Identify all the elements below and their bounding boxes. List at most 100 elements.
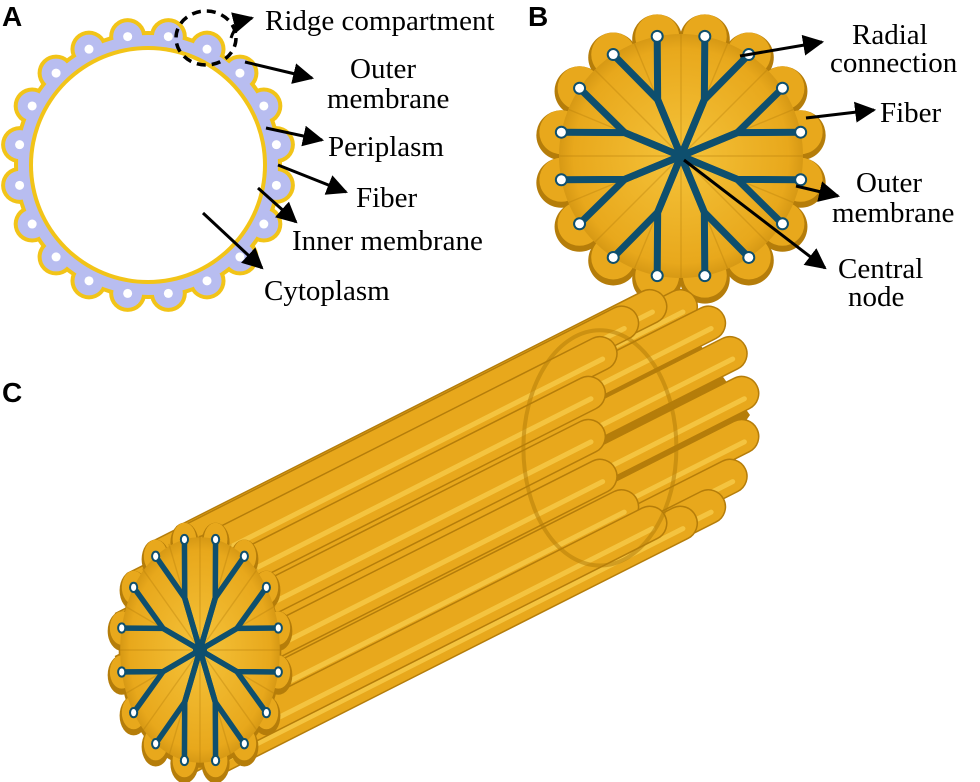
radial-connection xyxy=(181,536,203,653)
fiber-node xyxy=(700,31,710,41)
fiber-dot xyxy=(84,44,94,54)
constriction-ring xyxy=(521,328,679,568)
radial-connection xyxy=(197,647,270,716)
tube-highlight xyxy=(215,526,686,767)
label-fiber-a: Fiber xyxy=(356,182,418,214)
fiber-node xyxy=(796,127,806,137)
arrow-icon xyxy=(683,158,827,270)
arrow-icon xyxy=(795,181,841,202)
ridge-shading xyxy=(680,67,770,157)
panel-a: A Ridge compartment Outer membrane Perip… xyxy=(1,1,495,312)
cytoplasm xyxy=(33,50,263,280)
label-radial-connection-line1: Radial xyxy=(852,19,928,51)
panel-b: B Radial connection Fiber Outer membrane… xyxy=(528,1,958,313)
fiber-dot xyxy=(123,288,133,298)
ridge-shading xyxy=(141,568,201,651)
radial-connection xyxy=(653,32,685,160)
label-central-node-line2: node xyxy=(848,281,904,313)
fiber-dot xyxy=(84,276,94,286)
fiber-node xyxy=(777,219,787,229)
cell-3d-model xyxy=(114,289,760,775)
ridge-shading xyxy=(592,67,682,157)
label-outer-membrane-a-line1: Outer xyxy=(350,53,416,85)
fiber-node xyxy=(212,756,219,765)
fiber-node xyxy=(119,668,125,676)
fiber-node xyxy=(652,31,662,41)
fiber-dot xyxy=(51,68,61,78)
fiber-dot xyxy=(271,180,281,190)
fiber-node xyxy=(556,175,566,185)
arrow-icon xyxy=(739,34,825,58)
fiber-node xyxy=(241,552,247,560)
arrow-icon xyxy=(256,186,298,224)
star-cross-section xyxy=(536,14,826,304)
fiber-node xyxy=(608,50,618,60)
fiber-node xyxy=(263,583,269,592)
label-cytoplasm: Cytoplasm xyxy=(264,275,390,307)
radial-connection xyxy=(197,647,219,764)
panel-c-letter: C xyxy=(2,377,22,408)
radial-connection xyxy=(197,553,248,653)
fiber-dot xyxy=(123,32,133,42)
radial-connection xyxy=(677,51,753,160)
fiber-dot xyxy=(235,68,245,78)
radial-connection xyxy=(197,625,282,653)
fiber-node xyxy=(556,127,566,137)
radial-connection xyxy=(677,152,786,228)
label-outer-membrane-a-line2: membrane xyxy=(327,83,449,115)
fiber-node xyxy=(263,708,269,717)
fiber-node xyxy=(241,740,247,748)
label-outer-membrane-b-line1: Outer xyxy=(856,167,922,199)
radial-connection xyxy=(557,152,685,184)
fiber-dot xyxy=(15,180,25,190)
fiber-node xyxy=(153,552,159,560)
fiber-dot xyxy=(27,101,37,111)
fiber-node xyxy=(153,740,159,748)
fiber-dot xyxy=(163,288,173,298)
panel-a-arrows xyxy=(201,12,348,270)
fiber-dot xyxy=(259,219,269,229)
ridge-shading xyxy=(199,568,259,651)
arrow-icon xyxy=(805,101,877,123)
label-central-node-line1: Central xyxy=(838,253,923,285)
central-node xyxy=(193,643,207,657)
radial-connection xyxy=(576,84,685,160)
fiber-node xyxy=(119,624,125,632)
panel-b-letter: B xyxy=(528,1,548,32)
fiber-dot xyxy=(27,219,37,229)
fiber-dot xyxy=(259,101,269,111)
fiber-node xyxy=(652,271,662,281)
radial-connection xyxy=(677,128,805,160)
label-fiber-b: Fiber xyxy=(880,97,942,129)
fiber-dot xyxy=(15,140,25,150)
fiber-node xyxy=(275,624,281,632)
label-periplasm: Periplasm xyxy=(328,131,444,163)
label-ridge-compartment: Ridge compartment xyxy=(265,5,495,37)
panel-c: C xyxy=(2,289,760,782)
radial-connection xyxy=(609,152,685,261)
fiber-node xyxy=(181,756,188,765)
fiber-dot xyxy=(202,44,212,54)
arrow-icon xyxy=(277,163,348,195)
fiber-dot xyxy=(51,252,61,262)
fiber-node xyxy=(700,271,710,281)
ridge-shading xyxy=(199,649,259,732)
fiber-node xyxy=(575,83,585,93)
fiber-node xyxy=(275,668,281,676)
arrow-icon xyxy=(201,211,264,270)
arrow-icon xyxy=(244,60,315,84)
label-outer-membrane-b-line2: membrane xyxy=(832,197,954,229)
panel-a-letter: A xyxy=(2,1,22,32)
fiber-node xyxy=(212,535,219,544)
ridge-shading xyxy=(141,649,201,732)
label-radial-connection-line2: connection xyxy=(830,47,958,79)
radial-connection xyxy=(130,584,203,653)
cell-end-face xyxy=(107,522,293,782)
fiber-node xyxy=(796,175,806,185)
ridge-shading xyxy=(592,155,682,245)
fiber-dot xyxy=(235,252,245,262)
panel-b-arrows xyxy=(683,34,877,270)
arrow-icon xyxy=(265,125,325,147)
fiber-node xyxy=(131,583,137,592)
fiber-dot xyxy=(202,276,212,286)
